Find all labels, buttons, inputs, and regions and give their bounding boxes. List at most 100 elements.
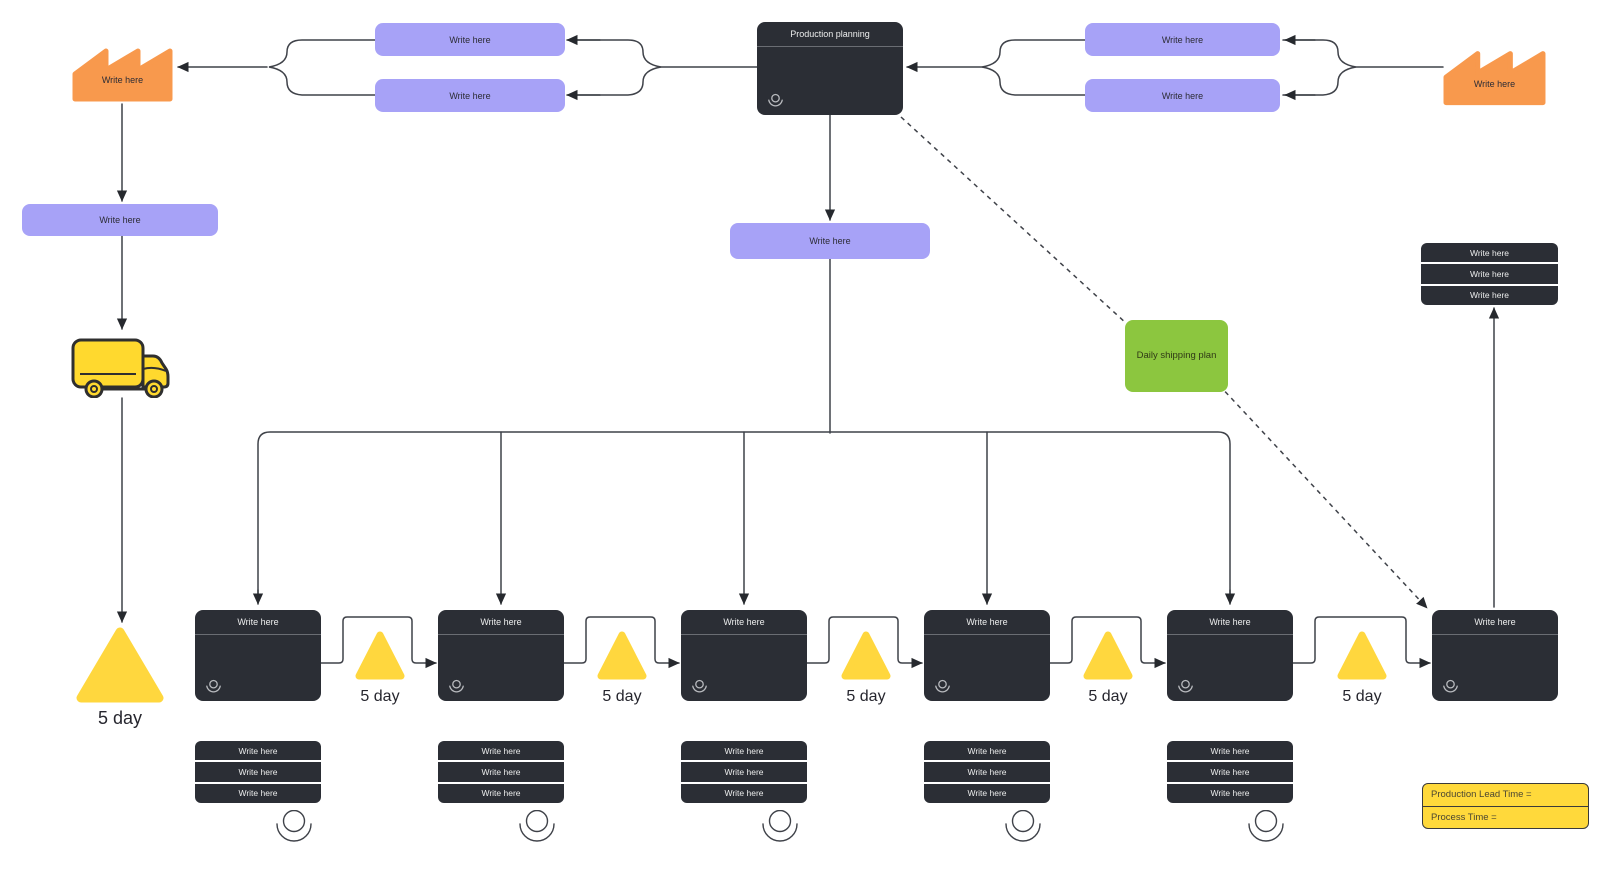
dashed-shipping-plan-to-process[interactable] <box>1218 384 1428 609</box>
bracket-left-outer[interactable] <box>268 39 376 96</box>
table-row[interactable]: Write here <box>195 783 321 803</box>
process-connector-5-6[interactable] <box>1292 616 1431 669</box>
process-title: Write here <box>681 610 807 635</box>
table-row[interactable]: Write here <box>1421 243 1558 263</box>
table-row[interactable]: Write here <box>195 741 321 761</box>
process-data-table-3[interactable]: Write here Write here Write here <box>681 741 807 803</box>
truck-shipment[interactable] <box>70 332 174 398</box>
process-title: Write here <box>924 610 1050 635</box>
process-box-5[interactable]: Write here <box>1167 610 1293 701</box>
operator-symbol-3[interactable] <box>760 810 800 846</box>
table-row[interactable]: Write here <box>1167 741 1293 761</box>
table-row[interactable]: Write here <box>438 741 564 761</box>
process-title: Write here <box>438 610 564 635</box>
operator-icon <box>1442 679 1459 695</box>
process-box-2[interactable]: Write here <box>438 610 564 701</box>
table-row[interactable]: Write here <box>681 783 807 803</box>
info-box-label: Write here <box>1161 34 1204 45</box>
table-row[interactable]: Write here <box>1421 264 1558 284</box>
inventory-triangle-5[interactable] <box>1336 630 1388 681</box>
operator-icon <box>762 810 798 842</box>
table-row[interactable]: Write here <box>1421 285 1558 305</box>
table-row[interactable]: Write here <box>924 741 1050 761</box>
table-row[interactable]: Write here <box>1167 762 1293 782</box>
inventory-triangle-icon <box>355 631 405 680</box>
inventory-triangle-3[interactable] <box>840 630 892 681</box>
operator-symbol-2[interactable] <box>517 810 557 846</box>
process-box-1[interactable]: Write here <box>195 610 321 701</box>
operator-icon <box>1177 679 1194 695</box>
right-factory[interactable]: Write here <box>1443 35 1546 107</box>
process-title: Write here <box>1167 610 1293 635</box>
process-connector-4-5[interactable] <box>1049 616 1166 669</box>
operator-icon <box>519 810 555 842</box>
right-factory-label: Write here <box>1473 79 1516 89</box>
info-box-top-right-2[interactable]: Write here <box>1085 79 1280 112</box>
production-planning-box[interactable]: Production planning <box>757 22 903 115</box>
operator-icon <box>276 810 312 842</box>
operator-symbol-4[interactable] <box>1003 810 1043 846</box>
daily-shipping-plan-label: Daily shipping plan <box>1136 349 1217 361</box>
inventory-days-label: 5 day <box>360 688 400 705</box>
table-row[interactable]: Write here <box>1167 783 1293 803</box>
inventory-triangle-2[interactable] <box>596 630 648 681</box>
process-data-table-5[interactable]: Write here Write here Write here <box>1167 741 1293 803</box>
info-box-top-left-2[interactable]: Write here <box>375 79 565 112</box>
table-row[interactable]: Write here <box>195 762 321 782</box>
table-row[interactable]: Write here <box>924 783 1050 803</box>
info-box-central-schedule[interactable]: Write here <box>730 223 930 259</box>
inventory-days-label: 5 day <box>846 688 886 705</box>
process-title: Write here <box>195 610 321 635</box>
dashed-pp-to-shipping-plan[interactable] <box>900 116 1128 325</box>
process-data-table-1[interactable]: Write here Write here Write here <box>195 741 321 803</box>
process-box-4[interactable]: Write here <box>924 610 1050 701</box>
info-box-label: Write here <box>809 236 851 246</box>
info-box-top-left-1[interactable]: Write here <box>375 23 565 56</box>
inventory-days-label: 5 day <box>1342 688 1382 705</box>
info-box-label: Write here <box>1161 90 1204 101</box>
summary-table[interactable]: Write here Write here Write here <box>1421 243 1558 305</box>
bracket-right-inner[interactable] <box>981 39 1086 96</box>
timeline-metrics-box[interactable]: Production Lead Time = Process Time = <box>1422 783 1589 829</box>
operator-symbol-1[interactable] <box>274 810 314 846</box>
table-row[interactable]: Write here <box>924 762 1050 782</box>
process-box-6[interactable]: Write here <box>1432 610 1558 701</box>
info-box-top-right-1[interactable]: Write here <box>1085 23 1280 56</box>
inventory-triangle-first[interactable] <box>76 626 164 703</box>
operator-icon <box>934 679 951 695</box>
operator-symbol-5[interactable] <box>1246 810 1286 846</box>
process-title: Write here <box>1432 610 1558 635</box>
process-data-table-4[interactable]: Write here Write here Write here <box>924 741 1050 803</box>
process-box-3[interactable]: Write here <box>681 610 807 701</box>
inventory-days-label: 5 day <box>97 708 143 728</box>
inventory-triangle-icon <box>76 627 164 703</box>
table-row[interactable]: Write here <box>681 762 807 782</box>
left-factory[interactable]: Write here <box>72 33 173 103</box>
info-box-customer-delivery[interactable]: Write here <box>22 204 218 236</box>
bracket-left-inner[interactable] <box>568 39 662 96</box>
inventory-days-label: 5 day <box>1088 688 1128 705</box>
info-box-label: Write here <box>449 90 491 101</box>
table-row[interactable]: Write here <box>681 741 807 761</box>
info-box-label: Write here <box>449 34 491 45</box>
truck-icon <box>71 338 170 398</box>
operator-icon <box>205 679 222 695</box>
process-connector-1-2[interactable] <box>320 616 437 669</box>
operator-icon <box>1248 810 1284 842</box>
process-data-table-2[interactable]: Write here Write here Write here <box>438 741 564 803</box>
daily-shipping-plan-note[interactable]: Daily shipping plan <box>1125 320 1228 392</box>
process-connector-3-4[interactable] <box>806 616 923 669</box>
inventory-triangle-icon <box>1083 631 1133 680</box>
inventory-triangle-1[interactable] <box>354 630 406 681</box>
table-row[interactable]: Write here <box>438 762 564 782</box>
inventory-triangle-icon <box>1337 631 1387 680</box>
inventory-triangle-4[interactable] <box>1082 630 1134 681</box>
process-connector-2-3[interactable] <box>563 616 680 669</box>
inventory-triangle-icon <box>841 631 891 680</box>
bracket-right-outer[interactable] <box>1282 39 1357 96</box>
inventory-triangle-icon <box>597 631 647 680</box>
table-row[interactable]: Write here <box>438 783 564 803</box>
factory-icon <box>72 48 173 102</box>
